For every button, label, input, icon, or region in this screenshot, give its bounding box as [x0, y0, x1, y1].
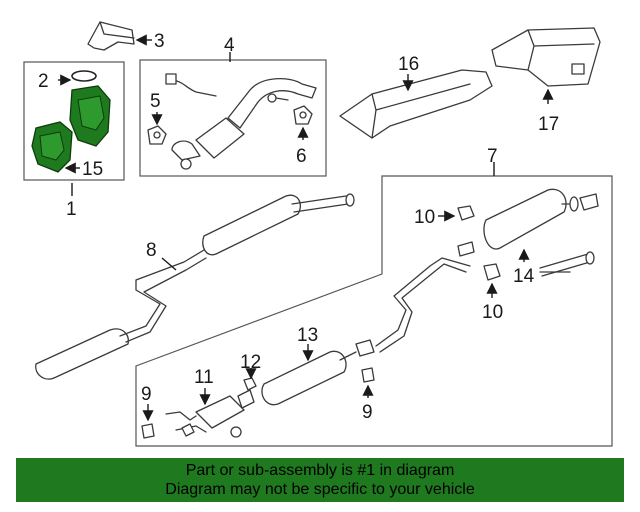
part-16-heat-shield[interactable] [339, 69, 493, 139]
leader-8 [161, 257, 177, 271]
part-10-hanger-lower[interactable] [483, 263, 501, 281]
callout-2: 2 [38, 71, 49, 92]
callout-7: 7 [487, 146, 498, 167]
part-5-gasket[interactable] [147, 125, 167, 145]
part-4-front-pipe[interactable] [165, 73, 317, 170]
part-6-gasket[interactable] [293, 105, 313, 125]
callout-10-lower: 10 [482, 302, 503, 323]
banner-line-1: Part or sub-assembly is #1 in diagram [185, 462, 455, 479]
part-2-gasket[interactable] [71, 70, 97, 82]
callout-17: 17 [538, 114, 559, 135]
part-13-resonator[interactable] [261, 350, 357, 406]
part-17-heat-shield[interactable] [491, 27, 601, 87]
callout-13: 13 [297, 325, 318, 346]
box-part-4 [139, 59, 327, 177]
intermediate-pipe[interactable] [355, 241, 475, 357]
callout-15: 15 [82, 159, 103, 180]
callout-9-left: 9 [141, 384, 152, 405]
part-notice-banner: Part or sub-assembly is #1 in diagram Di… [16, 458, 624, 502]
callout-9-right: 9 [362, 402, 373, 423]
callout-4: 4 [224, 35, 235, 56]
part-11-converter-pipe[interactable] [165, 389, 255, 438]
callout-5: 5 [150, 91, 161, 112]
callout-6: 6 [296, 146, 307, 167]
callout-8: 8 [146, 240, 157, 261]
box-part-7 [135, 175, 613, 447]
banner-line-2: Diagram may not be specific to your vehi… [165, 481, 475, 498]
callout-3: 3 [154, 31, 165, 52]
part-1-catalytic-converter[interactable] [31, 70, 111, 173]
part-9-hanger-left[interactable] [141, 423, 155, 439]
box-part-1 [23, 61, 125, 181]
callout-10-upper: 10 [414, 207, 435, 228]
part-8-exhaust-assembly[interactable] [35, 193, 355, 380]
part-12-gasket[interactable] [243, 377, 257, 391]
exhaust-parts-diagram: 3 2 15 1 4 5 6 16 [23, 21, 613, 447]
callout-14: 14 [513, 266, 535, 287]
callout-12: 12 [240, 352, 261, 373]
callout-1: 1 [66, 199, 77, 220]
callout-11: 11 [194, 367, 214, 388]
part-3-bracket[interactable] [87, 21, 135, 51]
part-14-rear-muffler[interactable] [483, 188, 599, 277]
part-10-hanger-upper[interactable] [457, 205, 475, 221]
part-9-hanger-right[interactable] [361, 367, 375, 383]
callout-16: 16 [398, 54, 419, 75]
